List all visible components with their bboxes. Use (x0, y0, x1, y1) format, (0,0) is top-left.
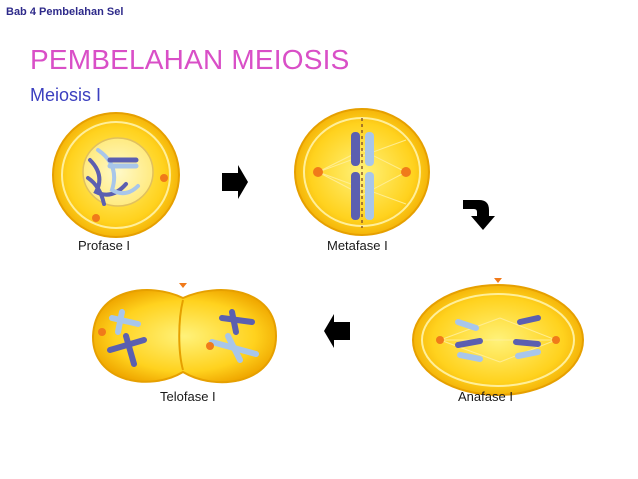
stage-label-profase: Profase I (78, 238, 131, 253)
cell-metafase (294, 108, 430, 236)
arrow-curve-down-icon (463, 200, 495, 230)
stage-label-anafase: Anafase I (458, 389, 513, 404)
page-title: PEMBELAHAN MEIOSIS (30, 44, 350, 75)
cell-telofase (91, 283, 278, 384)
cell-profase (52, 112, 180, 238)
arrow-right-icon (222, 165, 248, 199)
section-subtitle: Meiosis I (30, 85, 102, 105)
chapter-label: Bab 4 Pembelahan Sel (6, 6, 124, 18)
arrow-left-icon (324, 314, 350, 348)
cell-anafase (412, 278, 584, 396)
stage-label-telofase: Telofase I (160, 389, 216, 404)
stage-label-metafase: Metafase I (327, 238, 388, 253)
